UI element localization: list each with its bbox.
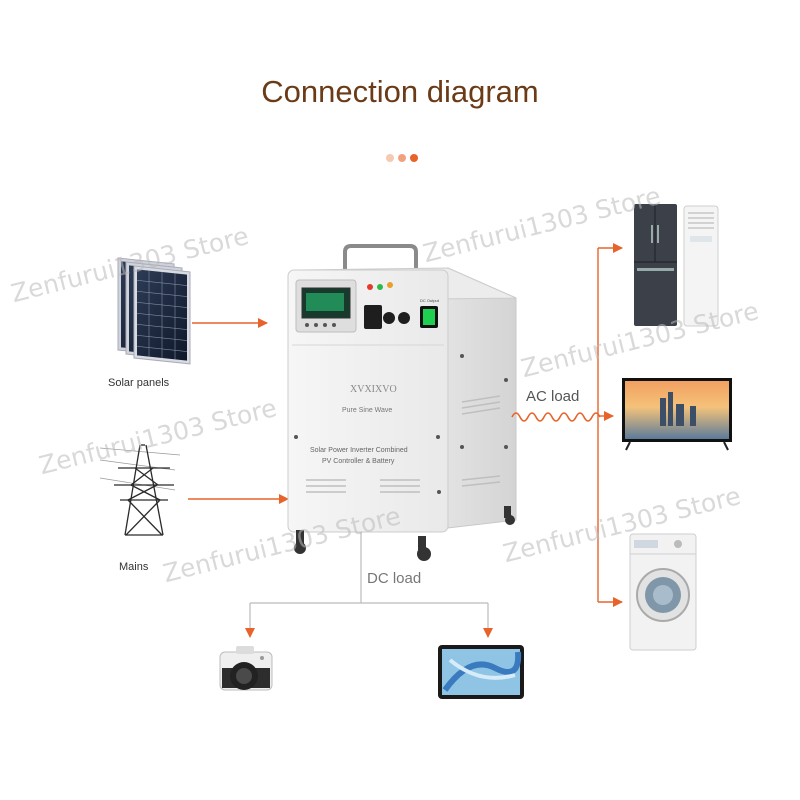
- device-description-2: PV Controller & Battery: [322, 458, 395, 465]
- device-subtitle: Pure Sine Wave: [342, 407, 392, 414]
- solar-panel-icon: [117, 257, 191, 365]
- device-description-1: Solar Power Inverter Combined: [310, 447, 408, 454]
- device-switch-label: DC Output: [420, 298, 440, 303]
- washing-machine-icon: [629, 533, 697, 651]
- decor-dot-3: [410, 154, 418, 162]
- camera-icon: [219, 646, 273, 691]
- solar-panels-label: Solar panels: [108, 377, 170, 389]
- device-brand: XVXIXVO: [350, 384, 397, 395]
- tablet-icon: [438, 645, 524, 699]
- tv-icon: [622, 378, 732, 451]
- air-conditioner-icon: [683, 205, 719, 327]
- dc-load-label: DC load: [367, 570, 422, 587]
- page-title: Connection diagram: [261, 74, 539, 109]
- decor-dot-2: [398, 154, 406, 162]
- decor-dot-1: [386, 154, 394, 162]
- ac-wave: [511, 412, 601, 422]
- inverter-unit: [287, 244, 517, 561]
- refrigerator-icon: [634, 204, 677, 326]
- mains-label: Mains: [119, 561, 149, 573]
- power-tower-icon: [99, 444, 181, 536]
- ac-load-label: AC load: [526, 388, 580, 405]
